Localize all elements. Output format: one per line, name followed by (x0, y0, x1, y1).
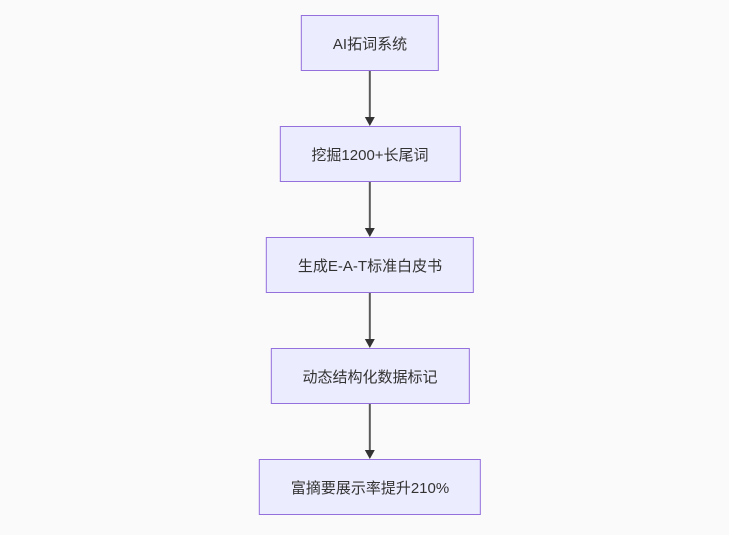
flow-node-structured-data: 动态结构化数据标记 (270, 348, 470, 404)
down-arrow-icon (365, 293, 375, 348)
down-arrow-icon (365, 404, 375, 459)
flow-node-label: 生成E-A-T标准白皮书 (297, 257, 443, 275)
flow-node-eat-whitepaper: 生成E-A-T标准白皮书 (265, 237, 475, 293)
flow-node-label: AI拓词系统 (332, 35, 408, 53)
flow-node-longtail-keywords: 挖掘1200+长尾词 (279, 126, 461, 182)
arrowhead-icon (365, 339, 375, 348)
flow-node-label: 挖掘1200+长尾词 (311, 146, 429, 164)
flow-node-rich-snippet-result: 富摘要展示率提升210% (258, 459, 482, 515)
flow-node-label: 富摘要展示率提升210% (290, 479, 450, 497)
arrow-shaft (369, 293, 371, 340)
flow-node-ai-word-system: AI拓词系统 (300, 15, 440, 71)
arrowhead-icon (365, 117, 375, 126)
arrow-shaft (369, 71, 371, 118)
flowchart-column: AI拓词系统 挖掘1200+长尾词 生成E-A-T标准白皮书 动态结构化数据标记 (258, 15, 482, 515)
arrow-shaft (369, 404, 371, 451)
down-arrow-icon (365, 71, 375, 126)
arrowhead-icon (365, 450, 375, 459)
down-arrow-icon (365, 182, 375, 237)
arrowhead-icon (365, 228, 375, 237)
arrow-shaft (369, 182, 371, 229)
flow-node-label: 动态结构化数据标记 (302, 368, 438, 386)
